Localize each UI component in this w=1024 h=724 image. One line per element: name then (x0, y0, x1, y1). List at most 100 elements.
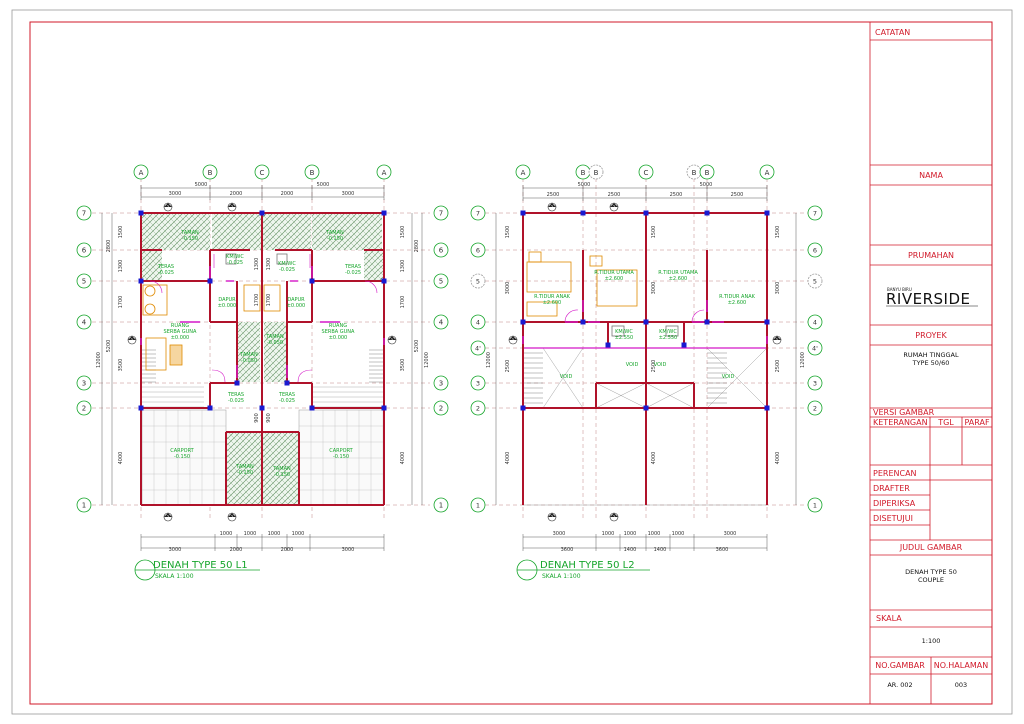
dim-text: 2800 (106, 240, 112, 253)
no-gambar-value: AR. 002 (887, 681, 912, 689)
room-name: CARPORT (329, 448, 353, 454)
dim-text: 1700 (254, 294, 260, 307)
no-gambar-label: NO.GAMBAR (875, 661, 925, 670)
grid-bubble-row-label: 3 (476, 380, 480, 388)
section-marker-label: 1 (131, 338, 134, 344)
grid-bubble-row-label: 5 (476, 278, 480, 286)
skala-value: 1:100 (922, 637, 941, 645)
hatch-area (264, 322, 286, 382)
door-swing (691, 309, 705, 323)
section-marker-label: 2 (167, 205, 170, 211)
grid-bubble-row-label: 2 (476, 405, 480, 413)
room-name: CARPORT (170, 448, 194, 454)
grid-bubble-col (638, 164, 654, 180)
grid-bubble-col-label: C (260, 169, 265, 177)
room-level: -0.150 (237, 470, 253, 476)
chair (144, 285, 156, 297)
door-swing (149, 280, 163, 294)
grid-bubble-row-label: 2 (82, 405, 86, 413)
room-name: DAPUR (287, 297, 305, 303)
tgl-label: TGL (937, 418, 954, 427)
column (207, 405, 213, 411)
dim-text: 12000 (800, 352, 806, 368)
grid-bubble-row (807, 314, 823, 330)
inner-border (29, 21, 993, 705)
grid-bubble-row (76, 314, 92, 330)
column (764, 405, 770, 411)
dim-text: 3000 (775, 282, 781, 295)
grid-bubble-col-label: B (705, 169, 710, 177)
plan1-title-text: DENAH TYPE 50 L1 (153, 560, 248, 571)
grid-bubble-row (433, 400, 449, 416)
grid-bubble-row-label: 1 (82, 502, 86, 510)
dim-text: 2000 (230, 191, 243, 197)
title-block (869, 22, 992, 704)
section-marker-label: 3 (231, 205, 234, 211)
grid-bubble-row (807, 242, 823, 258)
column (704, 319, 710, 325)
section-marker-arrow (228, 203, 236, 207)
nightstand (589, 255, 603, 267)
grid-bubble-row-label: 4 (82, 319, 87, 327)
grid-bubble-row-label: 4 (813, 319, 817, 327)
room-labels: TAMAN-0.150KM/WC-0.025TAMAN-0.150TERAS-0… (157, 230, 361, 478)
column (520, 319, 526, 325)
grid-bubble-col-label: B (594, 169, 599, 177)
column (643, 405, 649, 411)
dim-text: 1700 (400, 296, 406, 309)
dim-text: 1000 (624, 531, 637, 537)
dim-text: 3000 (169, 547, 182, 553)
hatch-area (212, 214, 261, 250)
column (309, 278, 315, 284)
grid-bubble-col-label: B (208, 169, 213, 177)
dim-text: 900 (254, 413, 260, 423)
diperiksa-label: DIPERIKSA (873, 499, 916, 508)
dim-text: 2500 (608, 192, 621, 198)
column (643, 319, 649, 325)
grid-bubble-row-label: 7 (813, 210, 817, 218)
dim-text: 4000 (775, 452, 781, 465)
room-level: -0.150 (327, 236, 343, 242)
room-name: KM/WC (278, 261, 296, 267)
column (704, 210, 710, 216)
column (284, 380, 290, 386)
plan1-scale-text: SKALA 1:100 (155, 573, 194, 580)
toilet (225, 253, 237, 265)
drafter-label: DRAFTER (873, 484, 910, 493)
room-name: TAMAN (325, 230, 344, 236)
grid-bubble-row (470, 273, 486, 289)
room-name: R.TIDUR UTAMA (594, 270, 634, 276)
dim-text: 3600 (561, 547, 574, 553)
void-diagonal (595, 382, 647, 409)
dim-text: 1500 (400, 226, 406, 239)
walls (140, 212, 385, 506)
grid-bubble-row-label: 5 (813, 278, 817, 286)
grid-bubble-row-label: 6 (813, 247, 817, 255)
dim-text: 3000 (169, 191, 182, 197)
room-name: KM/WC (659, 329, 677, 335)
grid-bubble-row-label: 4' (812, 345, 818, 353)
dim-text: 4000 (505, 452, 511, 465)
section-marker-label: 1 (391, 338, 394, 344)
walls (522, 212, 768, 505)
column (207, 278, 213, 284)
grid-bubble-row-label: 3 (813, 380, 817, 388)
dim-text: 2500 (670, 192, 683, 198)
hatch-area (226, 432, 262, 504)
room-name: TERAS (278, 392, 295, 398)
dim-text: 1500 (775, 226, 781, 239)
grid-bubble-col-label: B (310, 169, 315, 177)
dim-text: 5200 (414, 340, 420, 353)
grid-bubble-col-label: A (521, 169, 526, 177)
grid-bubble-row (470, 205, 486, 221)
grid-bubble-row (433, 205, 449, 221)
dim-text: 1300 (118, 260, 124, 273)
room-level: -0.150 (174, 454, 190, 460)
dining-table (142, 284, 168, 316)
grid-bubble-col (759, 164, 775, 180)
column (580, 319, 586, 325)
dim-text: 5000 (700, 182, 713, 188)
grid-bubble-col-label: C (644, 169, 649, 177)
section-marker-arrow (548, 203, 556, 207)
